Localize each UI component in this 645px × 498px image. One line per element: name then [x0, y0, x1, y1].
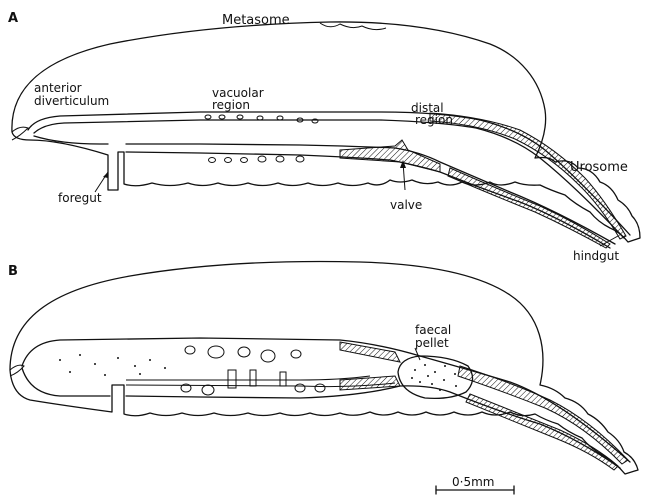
panel-b-wall-hatch-dorsal: [340, 342, 400, 362]
label-foregut: foregut: [58, 191, 102, 205]
panel-a-head-cap: [12, 127, 28, 140]
panel-b-body-outline: [10, 262, 638, 474]
panel-b-head-cap: [10, 365, 24, 376]
panel-b-hindgut-hatch: [458, 366, 628, 464]
panel-b: B: [8, 262, 638, 474]
panel-b-vacuoles: [181, 346, 325, 395]
label-faecal: faecal: [415, 323, 451, 337]
label-metasome: Metasome: [222, 13, 290, 28]
panel-a: A: [8, 11, 640, 263]
label-distal-region: region: [415, 113, 453, 127]
panel-a-arrows: [95, 160, 618, 246]
panel-a-letter: A: [8, 11, 18, 26]
panel-a-segment-line: [320, 23, 386, 30]
faecal-pellet-particles: [411, 364, 457, 391]
label-urosome: Urosome: [570, 160, 628, 175]
panel-a-gut-dorsal-inner: [34, 120, 624, 238]
label-anterior: anterior: [34, 81, 82, 95]
label-diverticulum: diverticulum: [34, 94, 109, 108]
label-pellet: pellet: [415, 336, 449, 350]
label-vacuolar-region: region: [212, 98, 250, 112]
scale-bar-label: 0·5mm: [452, 475, 494, 489]
label-valve: valve: [390, 198, 422, 212]
panel-b-lumen-dots: [59, 354, 166, 376]
label-hindgut: hindgut: [573, 249, 619, 263]
panel-a-gut-ventral-outer: [126, 152, 610, 248]
panel-b-letter: B: [8, 264, 18, 279]
scale-bar: 0·5mm: [436, 475, 514, 494]
